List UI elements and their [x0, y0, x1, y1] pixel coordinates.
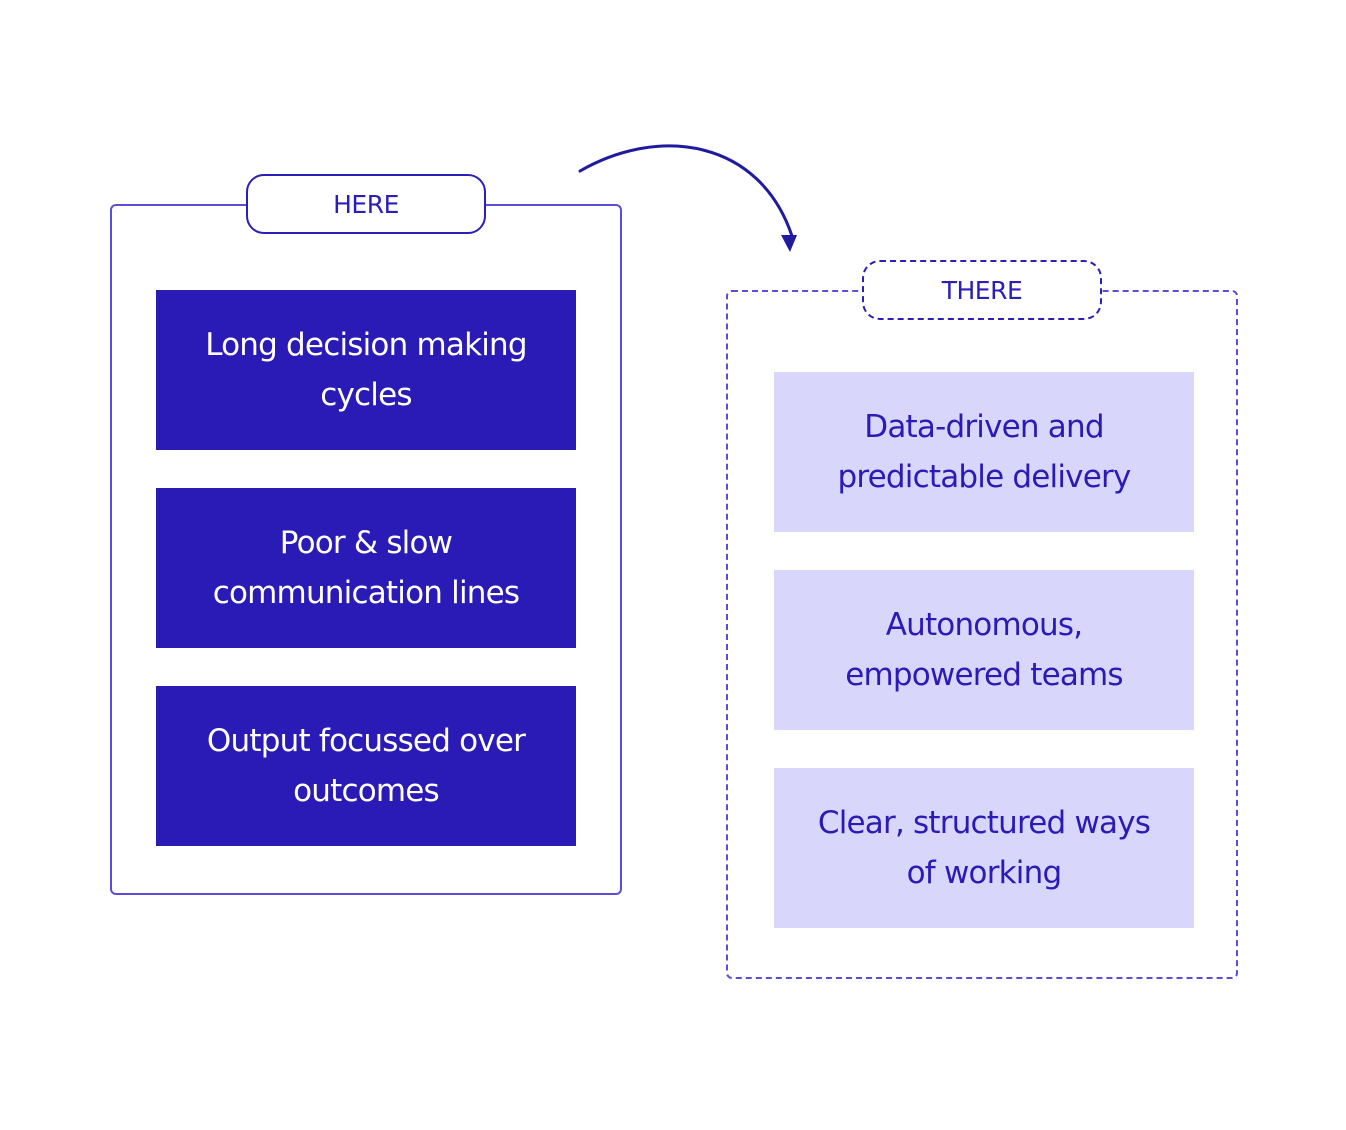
there-item-autonomous-teams: Autonomous, empowered teams: [774, 570, 1194, 730]
transition-arrow-head: [781, 235, 797, 252]
there-item-data-driven: Data-driven and predictable delivery: [774, 372, 1194, 532]
here-item-communication: Poor & slow communication lines: [156, 488, 576, 648]
here-label: HERE: [246, 174, 486, 234]
here-item-output-focus: Output focussed over outcomes: [156, 686, 576, 846]
there-item-ways-of-working: Clear, structured ways of working: [774, 768, 1194, 928]
here-item-decision-cycles: Long decision making cycles: [156, 290, 576, 450]
there-label: THERE: [862, 260, 1102, 320]
transition-arrow-curve: [578, 144, 794, 238]
